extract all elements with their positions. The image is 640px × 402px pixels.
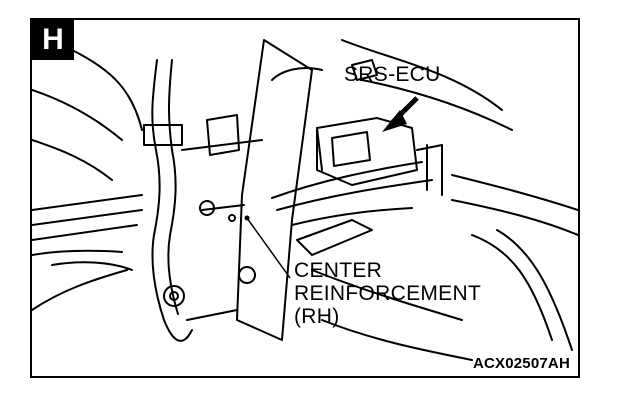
illustration-frame: H SRS-ECU CENTER REINFORCEMENT (RH) ACX0… [30,18,580,378]
line-drawing [32,39,578,361]
center-label-line2: REINFORCEMENT [294,282,482,305]
figure-badge: H [32,20,74,60]
center-label-line1: CENTER [294,259,383,282]
figure-code: ACX02507AH [472,355,570,372]
srs-ecu-label: SRS-ECU [344,63,441,86]
center-label-line3: (RH) [294,305,340,328]
